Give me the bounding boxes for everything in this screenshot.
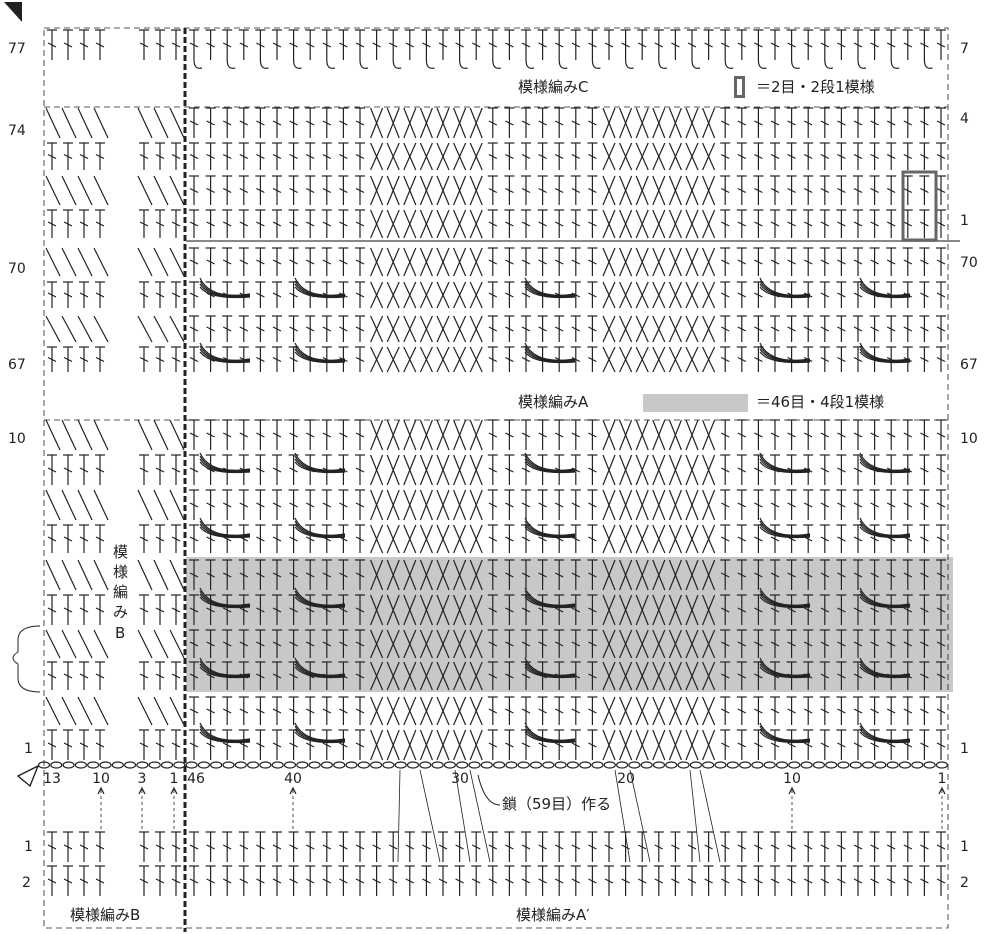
label-pattern-b-5: B xyxy=(115,626,125,641)
row-num-right-10: 10 xyxy=(960,432,978,446)
row-num-right-70: 70 xyxy=(960,256,978,270)
start-arrow-icon xyxy=(4,2,22,22)
foundation-chain xyxy=(39,762,948,768)
label-pattern-c-repeat: ＝2目・2段1模様 xyxy=(756,80,875,95)
stitch-num-1b: 1 xyxy=(170,772,179,786)
repeat-brace xyxy=(13,626,40,692)
stitch-symbols-b xyxy=(46,30,184,760)
label-pattern-a-repeat: ＝46目・4段1模様 xyxy=(756,395,884,410)
row-num-left-a2: 2 xyxy=(22,876,31,890)
label-pattern-b-2: 様 xyxy=(113,565,128,580)
row-num-left-70: 70 xyxy=(8,262,26,276)
row-num-right-4: 4 xyxy=(960,112,969,126)
stitch-symbols-bottom xyxy=(47,832,946,896)
label-pattern-b-4: み xyxy=(113,605,128,620)
stitch-num-20: 20 xyxy=(617,772,635,786)
stitch-num-13: 13 xyxy=(43,772,61,786)
row-num-left-74: 74 xyxy=(8,124,26,138)
stitch-num-3: 3 xyxy=(138,772,147,786)
label-pattern-b-1: 模 xyxy=(113,545,128,560)
start-triangle-icon xyxy=(18,766,38,786)
chain-note-leader xyxy=(478,775,500,805)
row-num-left-10: 10 xyxy=(8,432,26,446)
row-num-right-1: 1 xyxy=(960,214,969,228)
row-num-left-a1: 1 xyxy=(24,840,33,854)
stitch-num-30: 30 xyxy=(451,772,469,786)
row-num-left-1: 1 xyxy=(24,742,33,756)
stitch-num-1: 1 xyxy=(938,772,947,786)
repeat-shade-swatch xyxy=(643,394,748,412)
row-num-left-77: 77 xyxy=(8,42,26,56)
label-chain-note: 鎖（59目）作る xyxy=(502,797,611,812)
label-pattern-a: 模様編みA xyxy=(518,395,588,410)
label-pattern-b-3: 編 xyxy=(113,585,128,600)
stitch-num-46: 46 xyxy=(187,772,205,786)
label-pattern-c: 模様編みC xyxy=(518,80,588,95)
chart-frame xyxy=(44,28,948,928)
label-footer-b: 模様編みB xyxy=(70,908,140,923)
label-footer-a: 模様編みA′ xyxy=(516,908,590,923)
row-num-right-7: 7 xyxy=(960,42,969,56)
stitch-num-40: 40 xyxy=(284,772,302,786)
stitch-num-10b: 10 xyxy=(92,772,110,786)
row-num-right-67: 67 xyxy=(960,358,978,372)
repeat-box-icon xyxy=(734,76,745,98)
row-num-right-a1: 1 xyxy=(960,840,969,854)
stitch-num-10: 10 xyxy=(783,772,801,786)
row-num-left-67: 67 xyxy=(8,358,26,372)
row-num-right-a2: 2 xyxy=(960,876,969,890)
row-num-right-1b: 1 xyxy=(960,742,969,756)
